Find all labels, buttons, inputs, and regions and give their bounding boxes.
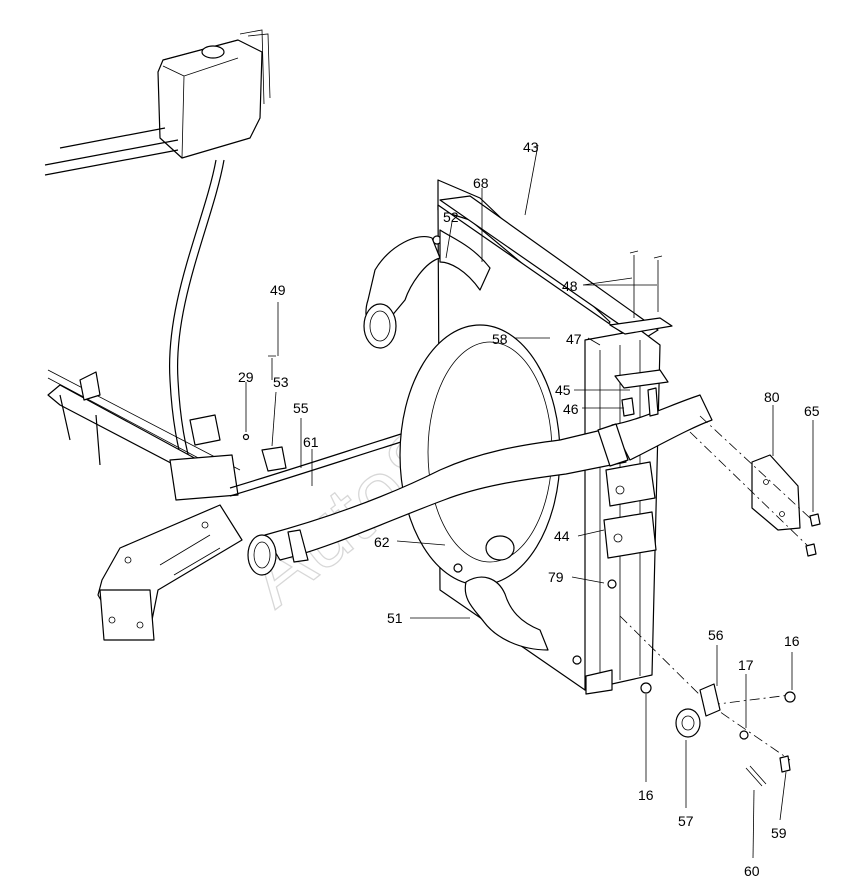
callout-45: 45 [555,382,571,398]
callout-57: 57 [678,813,694,829]
callout-47: 47 [566,331,582,347]
cover-plate [751,454,801,531]
callouts: 43 68 52 48 58 47 45 46 49 29 53 55 61 8… [238,139,820,879]
callout-52: 52 [443,209,459,225]
callout-59: 59 [771,825,787,841]
isolator-bracket [699,683,721,717]
callout-51: 51 [387,610,403,626]
callout-65: 65 [804,403,820,419]
callout-80: 80 [764,389,780,405]
callout-79: 79 [548,569,564,585]
callout-43: 43 [523,139,539,155]
callout-17: 17 [738,657,754,673]
callout-56: 56 [708,627,724,643]
callout-55: 55 [293,400,309,416]
leader-lines [245,144,814,859]
callout-61: 61 [303,434,319,450]
callout-29: 29 [238,369,254,385]
top-bracket [609,317,673,335]
callout-62: 62 [374,534,390,550]
callout-60: 60 [744,863,760,879]
callout-58: 58 [492,331,508,347]
callout-49: 49 [270,282,286,298]
callout-48: 48 [562,278,578,294]
callout-44: 44 [554,528,570,544]
callout-16-right: 16 [784,633,800,649]
callout-16-left: 16 [638,787,654,803]
callout-46: 46 [563,401,579,417]
bottom-hose [464,576,549,651]
left-frame [47,369,243,641]
callout-53: 53 [273,374,289,390]
lower-hose [264,427,627,561]
callout-68: 68 [473,175,489,191]
tank-hose [168,159,217,469]
expansion-tank [44,29,271,176]
